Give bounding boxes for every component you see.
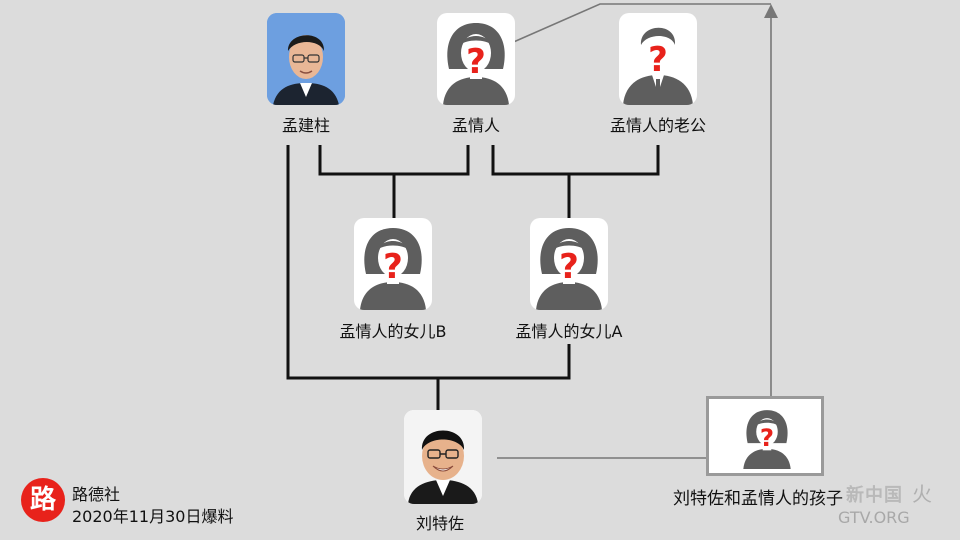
name-child: 刘特佐和孟情人的孩子 xyxy=(673,489,843,509)
question-mark: ? xyxy=(383,247,403,287)
name-daughter-b: 孟情人的女儿B xyxy=(339,322,447,341)
link-mistress-to-top xyxy=(508,3,771,45)
question-mark: ? xyxy=(760,423,774,452)
card-daughter-b: ? xyxy=(354,218,432,310)
card-mistress: ? xyxy=(437,13,515,105)
link-meng-mistress-to-daughter-b xyxy=(318,145,470,176)
card-mistress-husband: ? xyxy=(619,13,697,105)
watermark-logo-text: 新中国 xyxy=(846,485,903,506)
name-mistress: 孟情人 xyxy=(451,116,500,135)
watermark-url: GTV.ORG xyxy=(838,508,910,527)
name-daughter-a: 孟情人的女儿A xyxy=(515,322,623,341)
card-child: ? xyxy=(706,396,824,476)
person-photo-icon xyxy=(404,410,482,504)
unknown-woman-icon: ? xyxy=(536,228,602,310)
unknown-man-icon: ? xyxy=(623,27,693,105)
watermark-flame: 火 xyxy=(912,482,932,506)
card-jho-low xyxy=(404,410,482,504)
card-daughter-a: ? xyxy=(530,218,608,310)
link-mistress-husband-to-daughter-a xyxy=(491,145,660,176)
link-meng-daughter-a-to-jho-low xyxy=(286,145,571,380)
source-name: 路德社 xyxy=(72,485,121,504)
unknown-woman-icon: ? xyxy=(360,228,426,310)
name-jho-low: 刘特佐 xyxy=(415,514,464,533)
question-mark: ? xyxy=(559,247,579,287)
unknown-woman-icon: ? xyxy=(743,410,791,469)
name-mistress-husband: 孟情人的老公 xyxy=(609,116,706,135)
question-mark: ? xyxy=(648,40,668,80)
name-meng-jianzhu: 孟建柱 xyxy=(281,116,330,135)
card-meng-jianzhu xyxy=(267,13,345,105)
person-photo-icon xyxy=(267,13,345,105)
arrow-head-icon xyxy=(764,4,778,18)
question-mark: ? xyxy=(466,42,486,82)
source-logo: 路 xyxy=(21,478,65,522)
source-date: 2020年11月30日爆料 xyxy=(72,507,234,526)
unknown-woman-icon: ? xyxy=(443,23,509,105)
